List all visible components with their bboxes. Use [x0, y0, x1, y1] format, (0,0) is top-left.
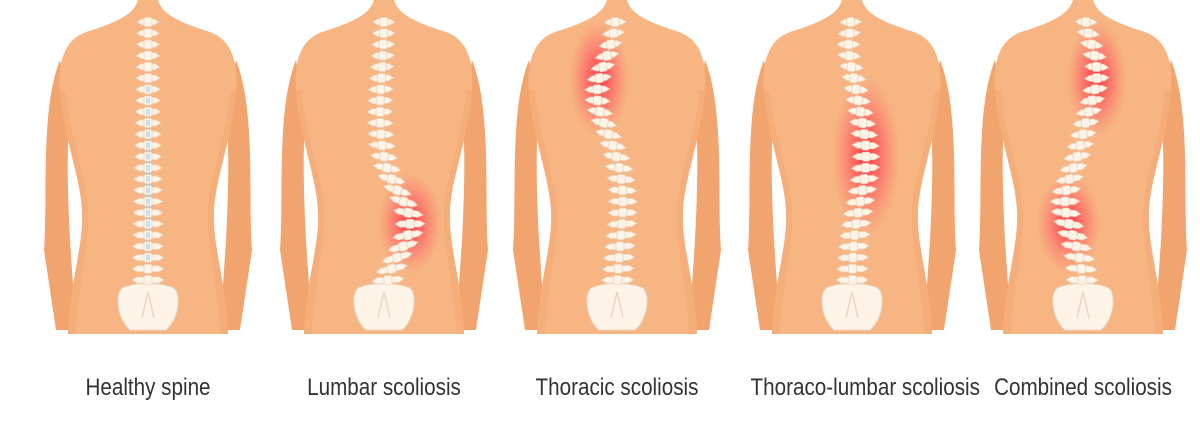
figure-combined-scoliosis — [979, 0, 1187, 334]
pelvis — [822, 284, 882, 331]
pelvis — [1053, 284, 1113, 331]
figure-thoracic-scoliosis — [513, 0, 721, 334]
figure-thoraco-lumbar-scoliosis — [748, 0, 956, 334]
label-combined-scoliosis: Combined scoliosis — [982, 370, 1185, 406]
label-lumbar-scoliosis: Lumbar scoliosis — [283, 370, 486, 406]
pelvis — [118, 284, 178, 331]
label-thoraco-lumbar-scoliosis: Thoraco-lumbar scoliosis — [751, 370, 954, 406]
label-thoracic-scoliosis: Thoracic scoliosis — [516, 370, 719, 406]
figure-lumbar-scoliosis — [280, 0, 488, 334]
pelvis — [587, 284, 647, 331]
figure-healthy-spine — [44, 0, 252, 334]
figures-canvas — [0, 0, 1200, 340]
label-healthy-spine: Healthy spine — [47, 370, 250, 406]
pelvis — [354, 284, 414, 331]
